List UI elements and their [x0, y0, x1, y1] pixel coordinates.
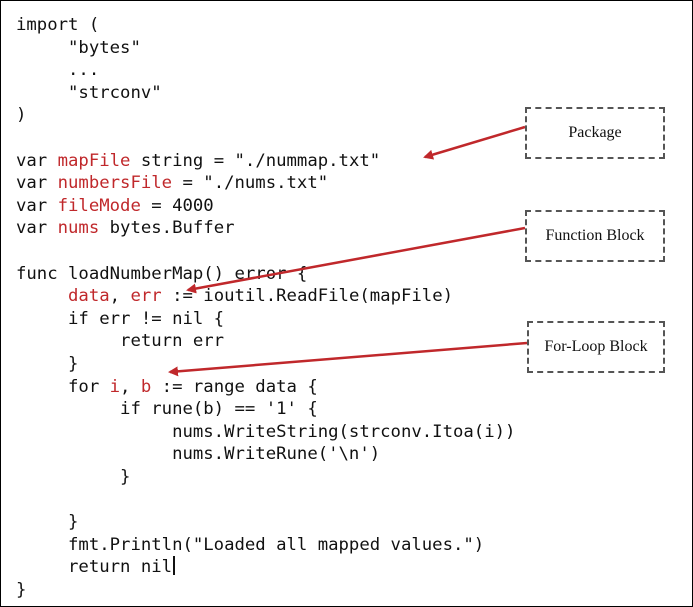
highlighted-identifier: numbersFile: [57, 173, 173, 194]
code-text: var: [16, 150, 58, 171]
code-text: import (: [16, 15, 100, 35]
highlighted-identifier: data: [68, 286, 110, 307]
code-text: := range data {: [151, 376, 318, 397]
code-line: import (: [16, 14, 515, 37]
code-line: var fileMode = 4000: [16, 195, 515, 218]
highlighted-identifier: fileMode: [57, 195, 141, 216]
code-line: return err: [16, 330, 515, 353]
highlighted-identifier: b: [140, 376, 152, 397]
code-line: if err != nil {: [16, 308, 515, 331]
code-line: if rune(b) == '1' {: [16, 398, 515, 421]
code-text: return err: [16, 331, 225, 352]
code-text: ,: [120, 376, 141, 397]
code-text: ,: [109, 286, 131, 307]
code-text: return nil: [16, 557, 173, 578]
package-callout: Package: [525, 107, 665, 159]
code-line: return nil: [16, 556, 515, 579]
code-text: if err != nil {: [16, 308, 225, 329]
text-cursor: [173, 556, 175, 576]
code-text: var: [16, 218, 58, 239]
function-block-callout: Function Block: [525, 210, 665, 262]
function-block-arrow: [186, 226, 526, 294]
code-text: var: [16, 173, 58, 194]
code-text: ): [16, 105, 27, 126]
for-loop-block-arrow: [168, 341, 528, 377]
code-line: nums.WriteString(strconv.Itoa(i)): [16, 421, 515, 444]
highlighted-identifier: mapFile: [57, 150, 131, 171]
highlighted-identifier: i: [109, 376, 121, 397]
code-text: = "./nums.txt": [172, 173, 329, 194]
code-text: bytes.Buffer: [99, 218, 235, 239]
package-arrow: [423, 125, 526, 160]
code-text: fmt.Println("Loaded all mapped values."): [16, 534, 485, 555]
code-text: := ioutil.ReadFile(mapFile): [161, 286, 454, 307]
code-text: string = "./nummap.txt": [130, 150, 381, 171]
code-line: }: [16, 466, 515, 489]
code-line: }: [16, 511, 515, 534]
code-text: nums.WriteRune('\n'): [16, 444, 381, 465]
code-line: "strconv": [16, 82, 515, 105]
code-line: var mapFile string = "./nummap.txt": [16, 150, 515, 173]
code-line: "bytes": [16, 37, 515, 60]
code-text: }: [16, 353, 79, 374]
code-text: }: [16, 512, 79, 533]
code-text: var: [16, 195, 58, 216]
code-text: if rune(b) == '1' {: [16, 399, 318, 420]
code-line: }: [16, 579, 515, 602]
code-text: for: [16, 376, 110, 397]
code-line: }: [16, 353, 515, 376]
for-loop-block-callout: For-Loop Block: [527, 321, 665, 373]
code-text: "bytes": [16, 37, 141, 58]
code-line: ...: [16, 59, 515, 82]
code-line: nums.WriteRune('\n'): [16, 443, 515, 466]
code-text: "strconv": [16, 82, 162, 103]
highlighted-identifier: nums: [57, 218, 100, 239]
code-text: ...: [16, 60, 100, 81]
code-text: = 4000: [140, 195, 214, 216]
code-line: var nums bytes.Buffer: [16, 217, 515, 240]
code-line: ): [16, 104, 515, 127]
code-text: }: [16, 579, 27, 600]
code-line: fmt.Println("Loaded all mapped values."): [16, 534, 515, 557]
highlighted-identifier: err: [130, 286, 162, 307]
code-line: data, err := ioutil.ReadFile(mapFile): [16, 285, 515, 308]
code-text: }: [16, 466, 131, 487]
code-line: for i, b := range data {: [16, 376, 515, 399]
code-text: nums.WriteString(strconv.Itoa(i)): [16, 421, 516, 442]
code-line: var numbersFile = "./nums.txt": [16, 172, 515, 195]
